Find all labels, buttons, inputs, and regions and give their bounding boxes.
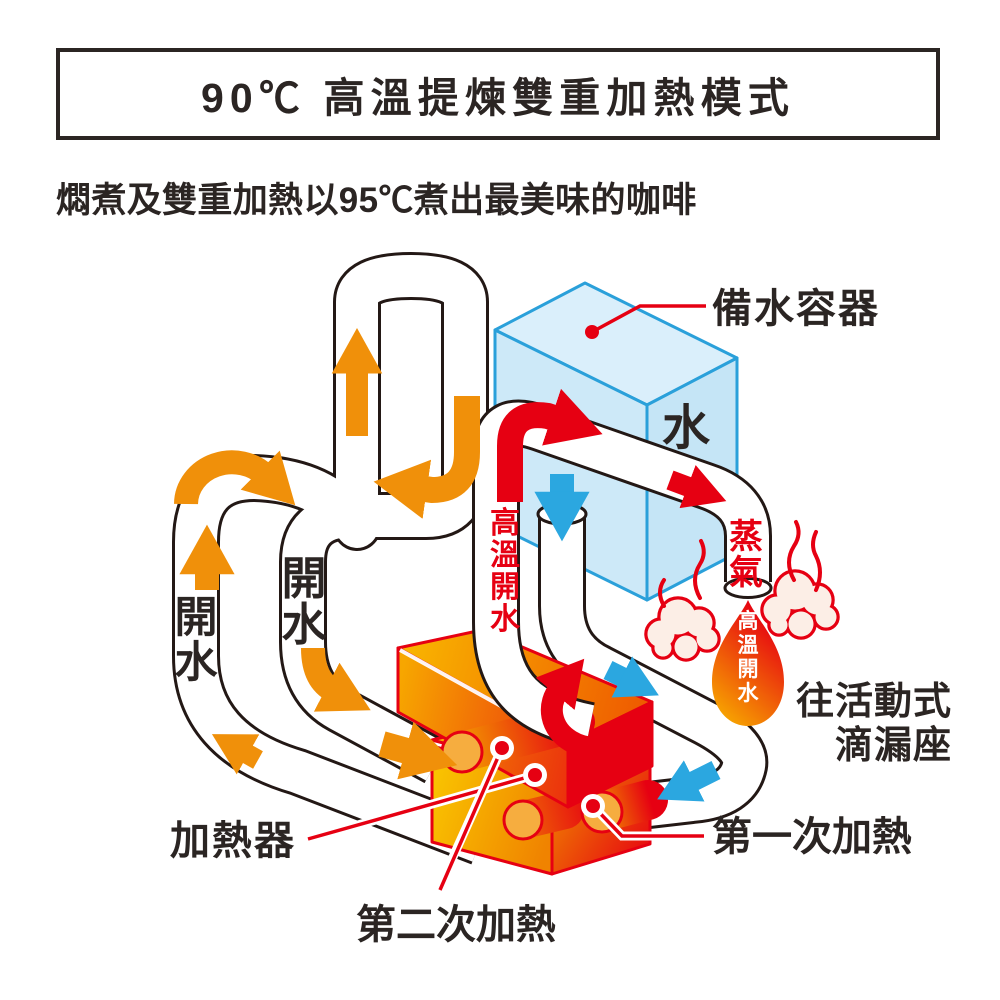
dip-tube-rim [536,502,588,526]
drip-seat-label-line1: 往活動式 [796,681,952,723]
water-label: 水 [662,402,711,455]
arrow-red-steam-pipe [666,465,727,509]
callout-dot-water-tank [585,325,599,339]
hot-water-droplet: 高溫開水 [712,600,784,726]
heating-cylinder-bottom-cap [502,799,544,841]
arrow-red-up-turn [497,388,603,502]
title-box: 90℃ 高溫提煉雙重加熱模式 [56,48,940,140]
cold-water-pipe [538,514,769,830]
steam-wisp [693,539,706,600]
heater-label: 加熱器 [170,819,296,863]
flow-arrows [174,328,727,802]
hot-pipe-label: 高溫開水 [490,507,521,636]
callout-dot-second-heating [495,741,509,755]
steam-label: 蒸氣 [729,518,763,592]
arrow-blue-diagonal [603,656,659,698]
water-tank-label: 備水容器 [712,287,880,331]
arrow-corner-down-right [301,647,371,712]
second-heating-label: 第二次加熱 [356,903,556,947]
arrow-blue-return [657,760,721,802]
boiled-water-left-label: 開水 [175,594,219,687]
arrow-bottom-left [211,734,263,775]
first-heating-label: 第一次加熱 [712,815,912,859]
page-title: 90℃ 高溫提煉雙重加熱模式 [200,75,796,121]
arrow-curl-top-left [174,450,296,506]
leader-heater [307,773,536,841]
steam-wisp [787,520,801,582]
diagram-labels: 備水容器 水 蒸氣 高溫開水 開水 開水 往活動式 滴漏座 加熱器 第二次加熱 … [170,287,952,947]
arrow-into-heater [378,721,458,780]
water-tank [493,281,739,602]
leader-first-heating [591,804,704,838]
leader-water-tank [591,304,706,334]
callout-dot-heater [528,768,542,782]
drip-seat-label-line2: 滴漏座 [835,725,952,767]
steam-wisp [658,578,666,608]
subtitle: 燜煮及雙重加熱以95℃煮出最美味的咖啡 [56,181,697,220]
arrow-j-down [373,396,480,519]
arrow-red-curl-heater [535,658,641,759]
boiled-water-middle-label: 開水 [281,553,327,650]
steam-wisp [811,530,822,592]
droplet-label: 高溫開水 [738,609,760,705]
callouts [307,304,706,891]
leader-second-heating [438,747,504,891]
heating-cylinder-second-cap [440,730,484,774]
steam-clouds [644,520,840,662]
callout-dot-first-heating [586,799,600,813]
steam-pipe-opening [723,577,773,599]
